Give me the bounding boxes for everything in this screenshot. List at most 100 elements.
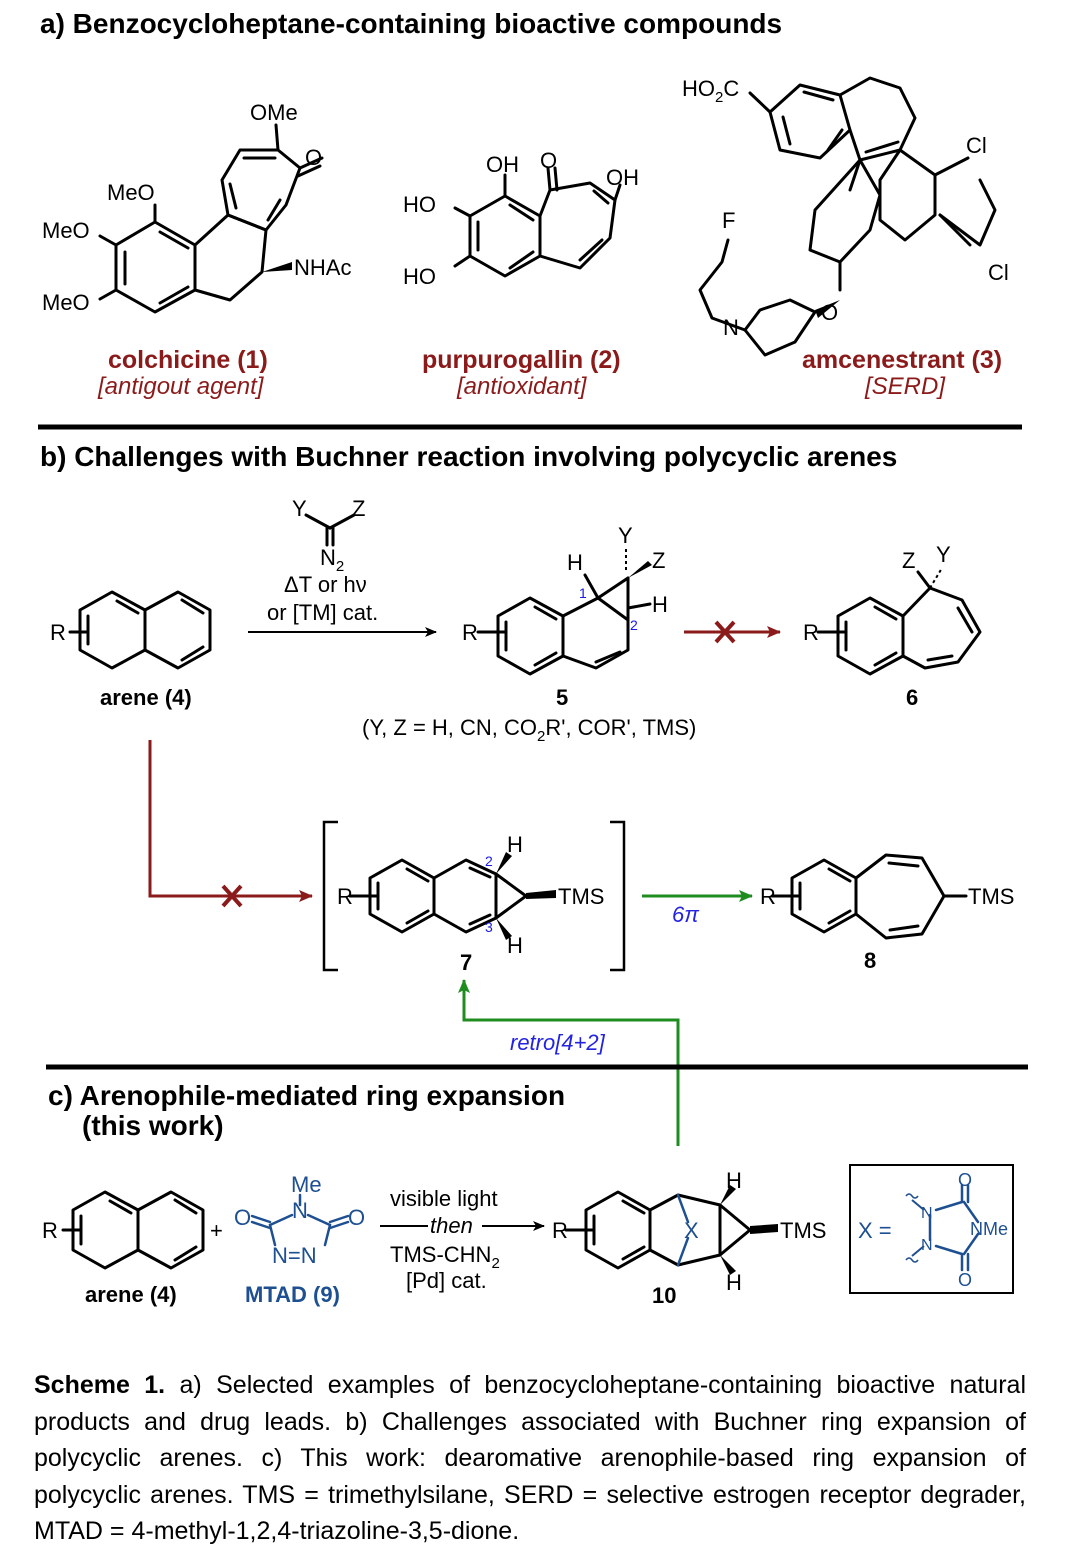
colchicine-meo-label-1: MeO bbox=[107, 180, 155, 205]
condition-visible-light: visible light bbox=[390, 1186, 498, 1211]
compound-6-structure bbox=[816, 567, 982, 676]
colchicine-name: colchicine (1) bbox=[108, 346, 268, 374]
compound-5-carbon-1: 1 bbox=[579, 585, 587, 601]
condition-tms-chn2: TMS-CHN2 bbox=[390, 1242, 500, 1272]
bracket-right bbox=[610, 820, 626, 972]
section-c-title-line-2: (this work) bbox=[82, 1110, 224, 1141]
caption-lead: Scheme 1. bbox=[34, 1371, 166, 1399]
purpurogallin-name: purpurogallin (2) bbox=[422, 346, 621, 374]
amcenestrant-cl-label-2: Cl bbox=[988, 260, 1009, 285]
retro-label: retro[4+2] bbox=[510, 1030, 606, 1055]
caption-text: a) Selected examples of benzocycloheptan… bbox=[34, 1371, 1026, 1545]
failure-cross-mark-2 bbox=[221, 884, 243, 908]
bracket-left bbox=[322, 820, 338, 972]
mtad-o-label-2: O bbox=[348, 1205, 365, 1230]
x-o-label-1: O bbox=[958, 1170, 972, 1190]
purpurogallin-ho-label-1: HO bbox=[403, 192, 436, 217]
reagent-n-text: N bbox=[320, 545, 336, 570]
amcenestrant-ho2c-subscript: 2 bbox=[715, 89, 723, 106]
compound-8-structure bbox=[770, 853, 968, 940]
colchicine-o-label: O bbox=[305, 145, 322, 170]
compound-7-h-label-2: H bbox=[507, 933, 523, 958]
mtad-n-label: N bbox=[292, 1198, 308, 1223]
reagent-n2-label: N2 bbox=[320, 545, 344, 575]
amcenestrant-o-label: O bbox=[821, 300, 838, 325]
x-o-label-2: O bbox=[958, 1270, 972, 1290]
section-c-title-line-1: c) Arenophile-mediated ring expansion bbox=[48, 1080, 565, 1111]
compound-8-label: 8 bbox=[864, 948, 876, 973]
compound-6-label: 6 bbox=[906, 685, 918, 710]
condition-tm-catalyst: or [TM] cat. bbox=[267, 600, 378, 625]
x-equals-label: X = bbox=[858, 1218, 892, 1243]
compound-5-r-label: R bbox=[462, 620, 478, 645]
purpurogallin-o-label: O bbox=[540, 148, 557, 173]
mtad-label: MTAD (9) bbox=[245, 1282, 340, 1307]
compound-10-r-label: R bbox=[552, 1218, 568, 1243]
amcenestrant-n-label: N bbox=[723, 315, 739, 340]
colchicine-ome-label: OMe bbox=[250, 100, 298, 125]
purpurogallin-structure bbox=[453, 166, 622, 278]
condition-tms-chn-text: TMS-CHN bbox=[390, 1242, 491, 1267]
amcenestrant-name: amcenestrant (3) bbox=[802, 346, 1002, 374]
diazo-reagent-structure bbox=[304, 513, 356, 547]
reagent-n2-subscript: 2 bbox=[336, 558, 344, 575]
compound-10-structure bbox=[564, 1185, 778, 1275]
amcenestrant-cl-label-1: Cl bbox=[966, 133, 987, 158]
mtad-structure bbox=[250, 1193, 350, 1247]
x-n-label-2: N bbox=[921, 1237, 933, 1254]
arene-4-label: arene (4) bbox=[100, 685, 192, 710]
compound-6-r-label: R bbox=[803, 620, 819, 645]
condition-tms-chn2-subscript: 2 bbox=[491, 1255, 499, 1272]
compound-7-h-label-1: H bbox=[507, 832, 523, 857]
colchicine-nhac-label: NHAc bbox=[294, 255, 351, 280]
amcenestrant-ho2c-label: HO2C bbox=[682, 76, 739, 106]
compound-7-carbon-3: 3 bbox=[485, 919, 493, 935]
amcenestrant-f-label: F bbox=[722, 208, 735, 233]
colchicine-meo-label-3: MeO bbox=[42, 290, 90, 315]
yz-definition: (Y, Z = H, CN, CO2R', COR', TMS) bbox=[362, 715, 696, 745]
amcenestrant-c-text: C bbox=[723, 76, 739, 101]
purpurogallin-oh-label-2: OH bbox=[606, 165, 639, 190]
compound-5-h-label-1: H bbox=[567, 550, 583, 575]
condition-then: then bbox=[430, 1213, 473, 1238]
compound-5-label: 5 bbox=[556, 685, 568, 710]
compound-8-tms-label: TMS bbox=[968, 884, 1014, 909]
six-pi-label: 6π bbox=[672, 902, 700, 927]
compound-7-r-label: R bbox=[337, 884, 353, 909]
section-a-title: a) Benzocycloheptane-containing bioactiv… bbox=[40, 8, 782, 39]
x-definition-box bbox=[849, 1164, 1014, 1294]
compound-10-h-label-2: H bbox=[726, 1270, 742, 1295]
arene-4-structure-c bbox=[61, 1190, 205, 1270]
compound-7-carbon-2: 2 bbox=[485, 853, 493, 869]
x-urazole-structure bbox=[905, 1183, 980, 1272]
compound-5-structure bbox=[476, 546, 652, 676]
amcenestrant-role: [SERD] bbox=[864, 373, 946, 400]
compound-6-z-label: Z bbox=[902, 548, 915, 573]
x-n-label-1: N bbox=[921, 1205, 933, 1222]
mtad-me-label: Me bbox=[291, 1172, 322, 1197]
yz-definition-text: (Y, Z = H, CN, CO bbox=[362, 715, 537, 740]
mtad-nn-label: N=N bbox=[272, 1243, 317, 1268]
compound-10-x-label: X bbox=[684, 1218, 699, 1243]
amcenestrant-ho-text: HO bbox=[682, 76, 715, 101]
plus-sign: + bbox=[210, 1218, 223, 1243]
colchicine-meo-label-2: MeO bbox=[42, 218, 90, 243]
compound-5-h-label-2: H bbox=[652, 592, 668, 617]
arene-4-structure bbox=[68, 590, 212, 670]
arene-4-c-label: arene (4) bbox=[85, 1282, 177, 1307]
compound-6-y-label: Y bbox=[936, 542, 951, 567]
colchicine-structure bbox=[98, 123, 324, 314]
colchicine-role: [antigout agent] bbox=[97, 373, 265, 400]
compound-7-label: 7 bbox=[460, 950, 472, 975]
arene-4-r-label: R bbox=[50, 620, 66, 645]
condition-pd-catalyst: [Pd] cat. bbox=[406, 1268, 487, 1293]
compound-5-y-label: Y bbox=[618, 523, 633, 548]
compound-5-carbon-2: 2 bbox=[630, 617, 638, 633]
failure-cross-mark bbox=[714, 620, 736, 644]
reagent-y-label: Y bbox=[292, 496, 307, 521]
purpurogallin-oh-label-1: OH bbox=[486, 152, 519, 177]
arene-4-c-r-label: R bbox=[42, 1218, 58, 1243]
condition-heat-light: ΔT or hν bbox=[284, 572, 367, 597]
compound-10-tms-label: TMS bbox=[780, 1218, 826, 1243]
